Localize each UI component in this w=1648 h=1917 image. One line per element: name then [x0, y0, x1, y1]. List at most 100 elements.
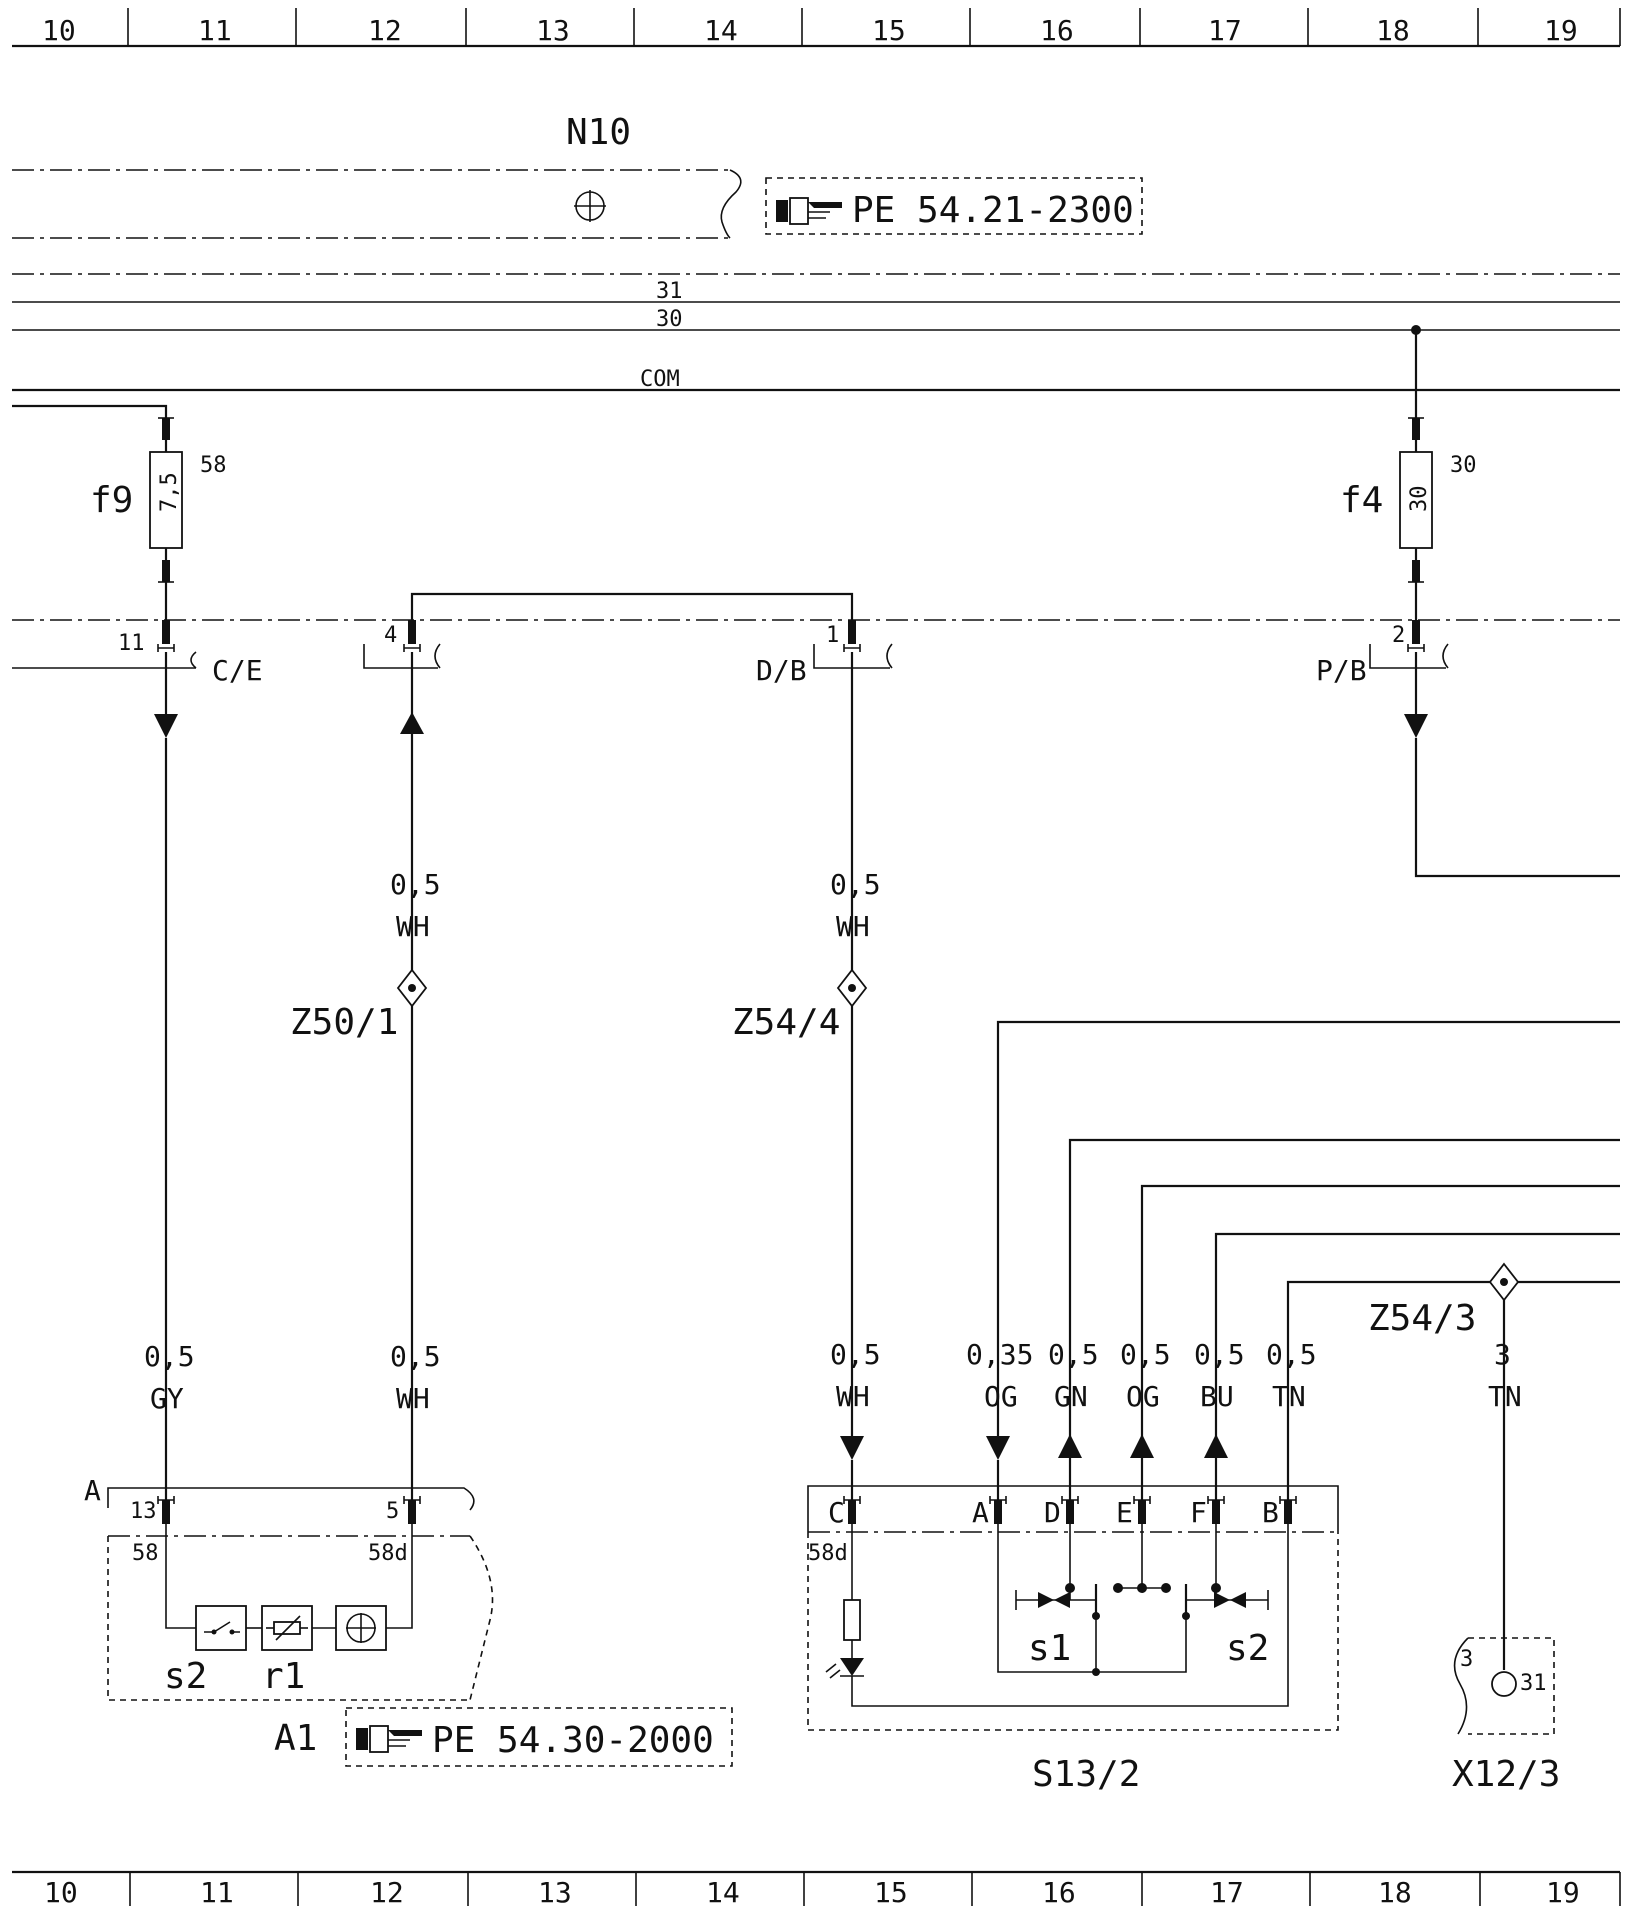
s13-s1-label: s1 [1028, 1628, 1071, 1669]
grid-bottom-label: 15 [874, 1876, 908, 1909]
pin1-label: 1 [826, 623, 839, 648]
switch-icon [195, 1605, 247, 1651]
grid-bottom-label: 16 [1042, 1876, 1076, 1909]
s13-wires: 0,35 OG 0,5 GN 0,5 OG 0,5 BU 0,5 TN Z54/… [966, 1020, 1620, 1670]
grid-bottom-label: 13 [538, 1876, 572, 1909]
splice-z54-3-icon [1488, 1262, 1520, 1302]
splice-z50-icon [396, 968, 428, 1008]
component-a1: A 13 58 5 58d [84, 1468, 733, 1767]
grid-top: 10 11 12 13 14 15 16 17 18 19 [12, 8, 1621, 48]
component-s13: C A D E F B 58d [807, 1485, 1339, 1795]
fuse-f4: 30 f4 30 [1340, 330, 1477, 583]
wire-gy-color: GY [150, 1382, 184, 1415]
f4-connector-label: P/B [1316, 654, 1367, 687]
fuse-f9-terminal: 58 [200, 453, 227, 478]
grid-bottom-label: 14 [706, 1876, 740, 1909]
f4-pin-label: 2 [1392, 623, 1405, 648]
wire-bu-size: 0,5 [1194, 1338, 1245, 1371]
grid-bottom-label: 17 [1210, 1876, 1244, 1909]
s13-pin-e: E [1116, 1496, 1133, 1529]
wire-wh2-upper-color: WH [836, 910, 870, 943]
a1-r1-label: r1 [262, 1656, 305, 1697]
wire-og1-color: OG [984, 1380, 1018, 1413]
fuse-f9: 7,5 f9 58 [12, 404, 227, 583]
grid-bottom: 10 11 12 13 14 15 16 17 18 19 [12, 1870, 1621, 1909]
a1-term58d-label: 58d [368, 1541, 408, 1566]
a1-pin5-label: 5 [386, 1499, 399, 1524]
arrow-icon [154, 714, 178, 738]
fuse-f4-terminal: 30 [1450, 453, 1477, 478]
wire-gy: 0,5 GY [144, 738, 195, 1468]
resistor-icon [261, 1605, 313, 1651]
ref-box-a1 [345, 1707, 733, 1767]
arrow-icon [986, 1436, 1010, 1460]
pin1-connector-label: D/B [756, 654, 807, 687]
wire-gn-size: 0,5 [1048, 1338, 1099, 1371]
x12-pin-label: 3 [1460, 1647, 1473, 1672]
connector-row: 11 C/E 4 1 D/B 2 P/B [12, 582, 1620, 878]
wire-gn-color: GN [1054, 1380, 1088, 1413]
splice-z54-3-label: Z54/3 [1368, 1298, 1476, 1339]
splice-z54-4-label: Z54/4 [732, 1002, 840, 1043]
wire-wh1-upper-color: WH [396, 910, 430, 943]
fuse-f9-label: f9 [90, 480, 133, 521]
module-n10-label: N10 [566, 112, 631, 153]
bus-com-label: COM [640, 367, 680, 392]
grid-top-label: 14 [704, 14, 738, 47]
arrow-icon [1130, 1434, 1154, 1458]
wire-wh1-upper-size: 0,5 [390, 868, 441, 901]
wire-og2-color: OG [1126, 1380, 1160, 1413]
arrow-icon [840, 1436, 864, 1460]
grid-top-label: 12 [368, 14, 402, 47]
fuse-f9-rating: 7,5 [157, 472, 182, 512]
wire-tn1-size: 0,5 [1266, 1338, 1317, 1371]
f9-connector-label: C/E [212, 654, 263, 687]
grid-top-label: 18 [1376, 14, 1410, 47]
pointing-hand-icon [356, 1725, 422, 1753]
pointing-hand-icon [776, 197, 842, 225]
wire-og1-size: 0,35 [966, 1338, 1033, 1371]
bus-30-label: 30 [656, 307, 683, 332]
f9-pin-label: 11 [118, 631, 145, 656]
grid-top-label: 10 [42, 14, 76, 47]
s13-pin-a: A [972, 1496, 989, 1529]
grid-top-label: 13 [536, 14, 570, 47]
ground-terminal-icon [1491, 1671, 1517, 1697]
s13-pin-f: F [1190, 1496, 1207, 1529]
wire-wh2-color: WH [836, 1380, 870, 1413]
s2-switch-icon [1184, 1584, 1269, 1616]
a1-s2-label: s2 [164, 1656, 207, 1697]
module-n10: N10 PE 54.21-2300 [12, 112, 1143, 239]
s13-pin-d: D [1044, 1496, 1061, 1529]
led-icon [825, 1658, 864, 1679]
wire-og2-size: 0,5 [1120, 1338, 1171, 1371]
wire-wh1-size: 0,5 [390, 1340, 441, 1373]
a1-ref: PE 54.30-2000 [432, 1720, 714, 1761]
x12-label: X12/3 [1452, 1754, 1560, 1795]
fuse-f4-label: f4 [1340, 480, 1383, 521]
grid-top-label: 19 [1544, 14, 1578, 47]
arrow-icon [400, 712, 424, 734]
wire-tn2-size: 3 [1494, 1338, 1511, 1371]
grid-bottom-label: 18 [1378, 1876, 1412, 1909]
arrow-icon [1404, 714, 1428, 738]
wire-wh2-size: 0,5 [830, 1338, 881, 1371]
s13-pin-c: C [828, 1496, 845, 1529]
s13-pin-b: B [1262, 1496, 1279, 1529]
splice-z50-label: Z50/1 [290, 1002, 398, 1043]
grid-bottom-label: 11 [200, 1876, 234, 1909]
pin4-label: 4 [384, 623, 397, 648]
ref-box-n10 [765, 177, 1143, 235]
s13-label: S13/2 [1032, 1754, 1140, 1795]
bus-lines: 31 30 COM [12, 273, 1620, 392]
s1-switch-icon [1015, 1584, 1098, 1616]
wire-wh1-color: WH [396, 1382, 430, 1415]
x12-term-label: 31 [1520, 1671, 1547, 1696]
grid-top-label: 11 [198, 14, 232, 47]
motor-icon [335, 1605, 387, 1651]
a1-term58-label: 58 [132, 1541, 159, 1566]
wire-tn2-color: TN [1488, 1380, 1522, 1413]
grid-bottom-label: 12 [370, 1876, 404, 1909]
